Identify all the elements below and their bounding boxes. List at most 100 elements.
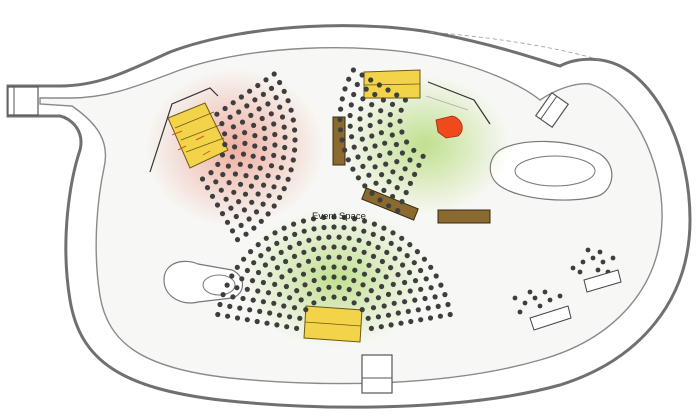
seat (404, 253, 410, 259)
seat (250, 153, 256, 159)
seat (610, 255, 616, 261)
seat (259, 115, 265, 122)
seat (422, 295, 428, 302)
seat (376, 82, 382, 88)
seat (267, 310, 273, 316)
seat (263, 235, 269, 241)
seat (375, 295, 381, 301)
seat (388, 322, 394, 328)
seat (242, 191, 249, 197)
seat (242, 130, 248, 136)
benches-east (529, 269, 622, 331)
seat (262, 262, 268, 268)
seat (360, 282, 366, 288)
seat (268, 163, 275, 169)
seat (433, 273, 439, 279)
seat (271, 152, 277, 158)
seat (277, 194, 283, 201)
seat (381, 303, 387, 309)
seat (580, 259, 586, 265)
west-entrance[interactable] (7, 86, 39, 116)
roof-outline (429, 31, 601, 61)
seat (402, 279, 408, 286)
seat (288, 107, 294, 113)
seat (213, 179, 219, 185)
seat (220, 171, 226, 178)
seat (214, 111, 220, 117)
central-void-right-inner (514, 155, 596, 187)
seat (247, 307, 253, 313)
seat (438, 282, 444, 288)
seat (292, 147, 298, 153)
seat (398, 175, 404, 181)
seat (527, 289, 533, 295)
stage-west[interactable] (149, 87, 229, 173)
seat (296, 262, 302, 268)
seat (366, 172, 372, 178)
seat (577, 269, 583, 275)
stage-south[interactable] (303, 305, 363, 343)
northeast-entrance[interactable] (534, 91, 570, 129)
seat (387, 122, 393, 128)
seat (432, 294, 438, 300)
seat (285, 98, 291, 104)
seat (378, 324, 384, 330)
seat (388, 240, 394, 246)
seat (346, 255, 353, 262)
seat (371, 221, 377, 227)
seat (219, 121, 225, 127)
seat (357, 116, 363, 122)
seat (375, 268, 381, 274)
seat (351, 277, 357, 284)
bench-3[interactable] (437, 209, 491, 224)
seat (311, 226, 317, 232)
south-entrance[interactable] (361, 354, 393, 394)
seat (407, 157, 413, 163)
seat (229, 154, 235, 160)
seat (369, 133, 375, 139)
seat (408, 318, 414, 325)
seat (204, 185, 211, 191)
seat (557, 293, 563, 299)
seat (274, 322, 280, 328)
seat (366, 262, 372, 268)
seat (387, 112, 393, 118)
seat (378, 130, 384, 136)
seat (230, 294, 236, 300)
seat (236, 109, 242, 115)
seat (423, 276, 429, 282)
seat (265, 173, 271, 179)
seat (380, 97, 386, 103)
seat (249, 199, 255, 205)
seat (225, 163, 231, 169)
seat (377, 119, 383, 125)
seat (234, 315, 241, 321)
seat (341, 214, 347, 220)
seat (411, 260, 417, 266)
seat (271, 121, 277, 127)
seat (291, 305, 298, 311)
seat (367, 122, 373, 129)
seat (232, 144, 238, 150)
seat (395, 208, 401, 214)
seat (396, 290, 403, 296)
seat (331, 274, 337, 280)
seat (261, 182, 267, 188)
seat (260, 299, 266, 305)
seat (437, 313, 443, 319)
seat (373, 180, 379, 186)
seat (287, 268, 293, 274)
seat (294, 288, 300, 294)
seat (244, 267, 250, 274)
seat (250, 297, 256, 303)
seat (369, 102, 375, 108)
seat (326, 254, 332, 260)
seat (230, 124, 236, 130)
seat (237, 181, 244, 187)
seat (383, 274, 389, 280)
seat (281, 186, 287, 192)
seat (421, 256, 427, 262)
seat (390, 230, 396, 236)
seat (217, 301, 223, 308)
seat (238, 222, 244, 228)
